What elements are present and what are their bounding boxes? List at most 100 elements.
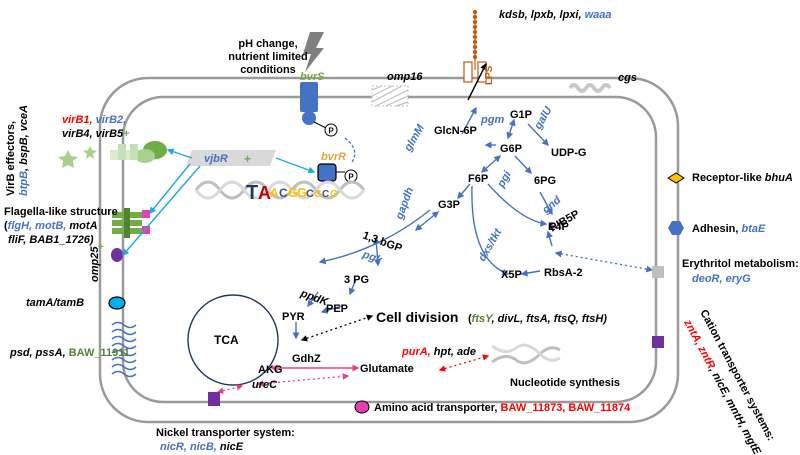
f6p-label: F6P [468,173,488,185]
akg-label: AKG [258,364,282,376]
glcn6p-label: GlcN-6P [434,125,477,137]
flagella-apparatus [112,208,150,238]
svg-text:G: G [297,185,307,200]
omp16-label: omp16 [387,71,423,83]
lps-export-arrow [467,62,487,101]
erythritol-title: Erythritol metabolism: [682,258,799,270]
vjbr-plus: + [244,152,251,166]
psd-label: psd, pssA, BAW_11911 [9,347,130,359]
lps-label: LPS [484,65,495,85]
bvrr-label: bvrR [321,151,346,163]
phospho-circle-1 [324,123,338,137]
svg-text:A: A [270,186,279,200]
3pg-label: 3 PG [344,274,369,286]
bvrr-regulator [317,163,337,182]
nucleotide-synthesis-label: Nucleotide synthesis [510,377,620,389]
vjbr-bvrr-arrow [275,157,316,174]
omp25-plus: + [98,242,104,253]
receptor-label: Receptor-like bhuA [692,172,793,184]
tam-complex [108,296,126,310]
cation-transporter-icon [652,336,664,348]
x5p-label: X5P [501,269,522,281]
svg-text:A: A [258,183,271,203]
pgm-label: pgm [480,114,504,126]
g3p-label: G3P [438,199,460,211]
cgs-glucan [568,83,612,93]
pep-label: PEP [326,303,348,315]
metabolic-pathway-arrows [292,106,553,340]
svg-text:C: C [279,186,288,200]
6pg-label: 6PG [534,175,556,187]
vjbr-to-omp25-arrow [122,165,201,257]
vjbr-regulator [186,150,276,166]
pyr-label: PYR [282,311,305,323]
g6p-label: G6P [500,143,522,155]
nickel-title: Nickel transporter system: [156,427,295,439]
vjbr-label: vjbR [204,153,228,165]
flagella-genes-line1: (flgH, motB, motA [4,220,98,232]
phosphotransfer-arrow [344,137,356,163]
galu-label: galU [532,104,555,132]
erythritol-transport-arrow [554,250,654,273]
bvrs-receptor [300,82,318,112]
phospho-label-1: P [328,127,334,136]
vjbr-to-flagella-arrow [149,163,191,215]
virb-effectors-label: VirB effectors, [5,121,17,196]
cell-division-genes: (ftsY, divL, ftsA, ftsQ, ftsH) [468,313,607,325]
flagella-genes-line2: fliF, BAB1_1726) [8,234,94,246]
svg-text:G: G [314,189,322,200]
dna-binding-motif: T A A C G G C G C G [194,180,366,204]
gapdh-label: gapdh [393,186,416,222]
vjbr-to-virb-arrow [166,148,193,159]
adhesin-label: Adhesin, btaE [692,223,766,235]
glmm-label: glmM [402,122,428,154]
lps-genes-label: kdsb, lpxb, lpxi, waaa [499,9,612,21]
glutamate-nucleotide-arrow [438,354,490,372]
erythritol-genes: deoR, eryG [692,273,751,285]
omp25-label: omp25 [89,246,101,282]
urec-label: ureC [252,379,278,391]
lightning-icon [303,32,324,72]
virb-apparatus [110,141,167,163]
virb-effector-genes: btpB, bspB, vceA [18,105,30,196]
erythritol-transporter-icon [652,266,664,278]
nickel-transporter-icon [208,392,220,406]
rbsa-label: RbsA-2 [544,267,583,279]
svg-text:G: G [330,189,338,200]
stimulus-line2: nutrient limited [228,51,307,63]
cell-division-title: Cell division [376,309,458,325]
urec-glutamate-arrow [256,373,350,387]
svg-text:G: G [288,185,298,200]
e4p-label: E4P [548,221,569,233]
phospho-label-2: P [348,173,354,182]
nucleotide-genes: purA, hpt, ade [401,346,476,358]
svg-text:C: C [306,188,314,200]
g1p-label: G1P [510,109,532,121]
virb-effector-star-2 [83,146,97,159]
svg-text:C: C [322,189,329,200]
flagella-label: Flagella-like structure [4,206,118,218]
outer-membrane [98,76,680,424]
phospholipid-layer [111,321,137,378]
tca-label: TCA [214,333,239,347]
cgs-label: cgs [618,72,637,84]
bvrs-label: bvrS [300,71,325,83]
stimulus-line1: pH change, [238,38,297,50]
virb-genes-line1: virB1, virB2, [62,114,126,126]
amino-acid-transporter-icon [354,400,370,414]
omp25-protein [111,248,123,262]
adhesin-btae-icon [668,221,684,235]
pgi-label: pgi [495,168,515,190]
gdhz-label: GdhZ [292,353,321,365]
glutamate-label: Glutamate [360,363,414,375]
udpg-label: UDP-G [551,147,586,159]
omp16-porin [371,85,409,107]
svg-text:T: T [246,182,258,204]
virb-effector-star-1 [58,150,78,168]
nickel-urec-arrow [216,384,244,394]
stimulus-line3: conditions [240,64,296,76]
receptor-bhua-icon [667,172,685,184]
amino-acid-transporter-label: Amino acid transporter, BAW_11873, BAW_1… [374,402,631,414]
nucleotide-dna-icon [491,343,561,365]
